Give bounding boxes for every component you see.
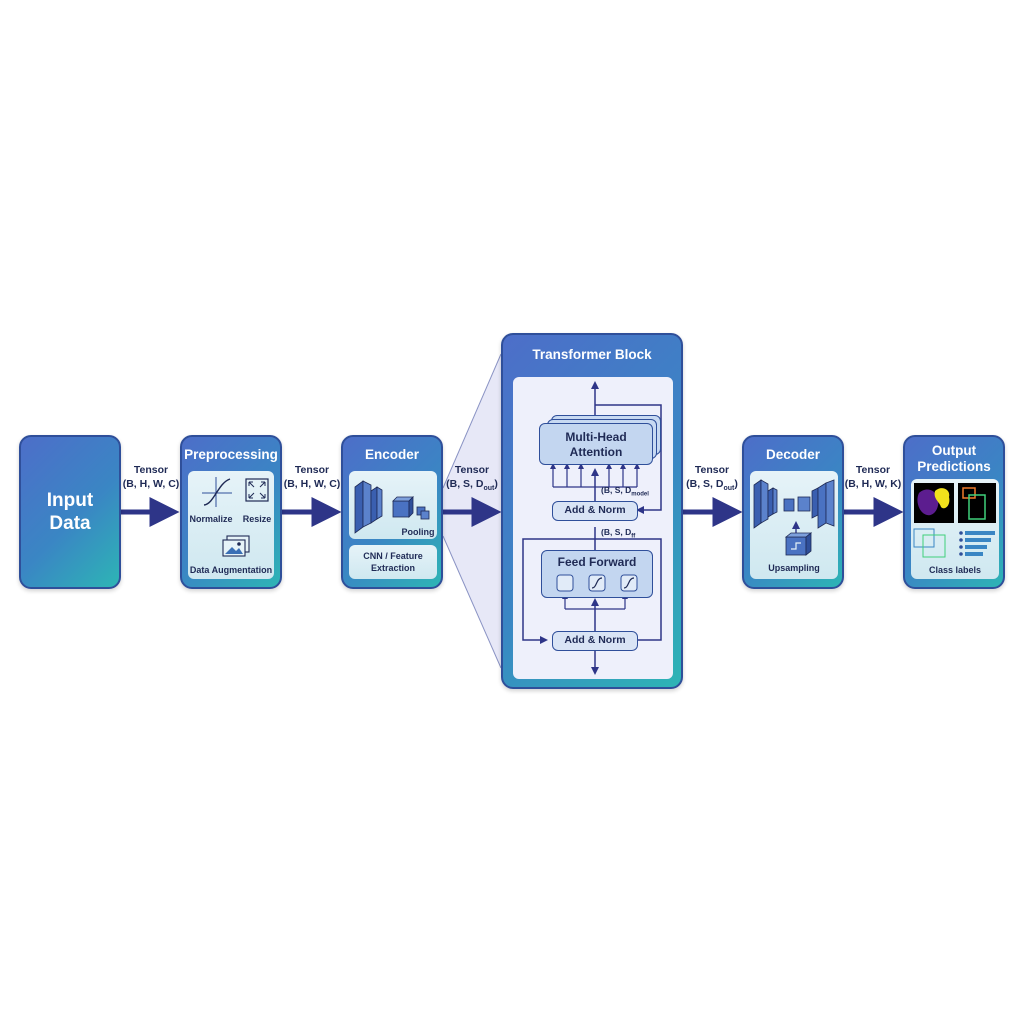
class-labels-label: Class labels xyxy=(928,565,982,575)
resize-icon xyxy=(245,478,269,502)
encoder-pooling-panel: Pooling xyxy=(349,471,437,539)
cnn-layers-icon xyxy=(354,480,430,534)
normalize-label: Normalize xyxy=(189,514,233,524)
output-panel: Class labels xyxy=(911,479,999,579)
class-labels-icon xyxy=(913,528,995,558)
tensor-label-3: Tensor (B, S, Dout) xyxy=(446,464,498,493)
tensor-label-4: Tensor (B, S, Dout) xyxy=(686,464,738,493)
segmentation-mask-icon xyxy=(914,483,954,523)
stage-output-predictions: Output Predictions Class l xyxy=(903,435,1005,589)
stage-preprocessing: Preprocessing Normalize Resize Data Augm… xyxy=(180,435,282,589)
decoder-layers-icon xyxy=(753,479,835,556)
feed-forward-box: Feed Forward xyxy=(541,550,653,598)
cnn-feature-extraction-label: CNN / Feature Extraction xyxy=(363,551,423,573)
pooling-label: Pooling xyxy=(401,527,435,537)
tensor-label-2: Tensor (B, H, W, C) xyxy=(283,464,341,490)
add-norm-box-2: Add & Norm xyxy=(552,631,638,651)
stage-encoder: Encoder Pooling CNN / Feature Extraction xyxy=(341,435,443,589)
stage-transformer-block: Transformer Block xyxy=(501,333,683,689)
multi-head-attention-box: Multi-Head Attention xyxy=(539,423,653,465)
stage-decoder: Decoder Upsampling xyxy=(742,435,844,589)
attention-input-arrowheads xyxy=(550,463,640,469)
upsampling-icon xyxy=(784,521,813,556)
transformer-connections xyxy=(522,381,662,675)
normalize-curve-icon xyxy=(202,477,232,507)
image-augmentation-icon xyxy=(222,535,250,557)
attention-output-shape: (B, S, Dmodel xyxy=(601,485,649,498)
add-norm-box-1: Add & Norm xyxy=(552,501,638,521)
preprocessing-title: Preprocessing xyxy=(184,447,278,462)
zoom-funnel-edge-bottom xyxy=(442,535,502,669)
transformer-block-title: Transformer Block xyxy=(532,347,652,362)
tensor-label-5: Tensor (B, H, W, K) xyxy=(844,464,902,490)
bounding-box-icon xyxy=(958,483,996,523)
decoder-title: Decoder xyxy=(765,447,821,462)
norm-output-shape: (B, S, Dff xyxy=(601,527,636,540)
residual-path-feedforward xyxy=(522,538,595,644)
residual-path-feedforward-right xyxy=(595,538,662,641)
encoder-cnn-panel: CNN / Feature Extraction xyxy=(349,545,437,579)
stage-input-data: Input Data xyxy=(19,435,121,589)
data-augmentation-label: Data Augmentation xyxy=(189,565,273,575)
preprocessing-panel: Normalize Resize Data Augmentation xyxy=(188,471,274,579)
residual-path-attention xyxy=(595,404,662,514)
decoder-panel: Upsampling xyxy=(750,471,838,579)
transformer-inner-panel: Multi-Head Attention (B, S, Dmodel Add &… xyxy=(513,377,673,679)
encoder-title: Encoder xyxy=(364,447,419,462)
input-data-title: Input Data xyxy=(46,490,94,534)
upsampling-label: Upsampling xyxy=(768,563,820,573)
activation-icons xyxy=(556,574,638,592)
tensor-label-1: Tensor (B, H, W, C) xyxy=(122,464,180,490)
zoom-funnel-edge-top xyxy=(442,353,502,489)
resize-label: Resize xyxy=(242,514,272,524)
output-predictions-title: Output Predictions xyxy=(917,443,991,474)
